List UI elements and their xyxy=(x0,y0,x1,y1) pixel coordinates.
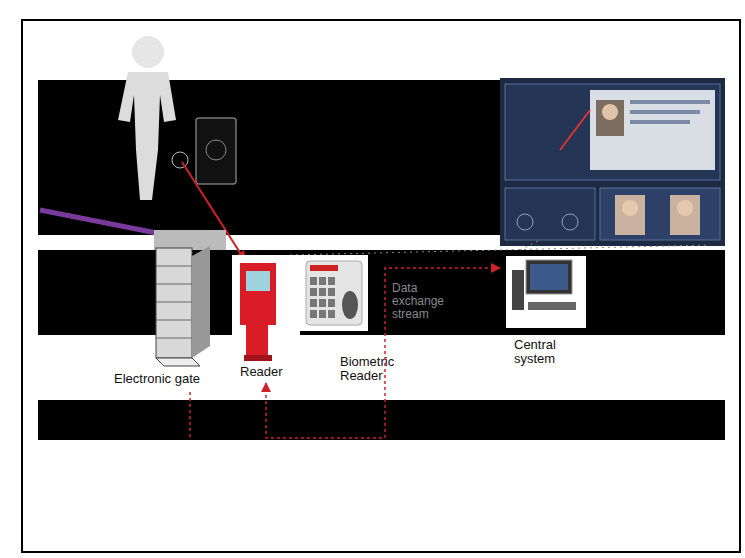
black-band xyxy=(38,250,725,335)
device-label: Central system xyxy=(514,338,592,366)
leader-line xyxy=(290,245,710,255)
leader-line xyxy=(520,240,540,250)
gate-wire xyxy=(189,392,191,438)
device-node: Reader xyxy=(232,255,300,383)
document-card xyxy=(196,118,236,184)
frame-border xyxy=(22,20,740,552)
gate-barrier xyxy=(40,210,172,236)
black-band xyxy=(38,400,725,440)
black-band xyxy=(38,80,500,235)
device-label: Electronic gate xyxy=(114,372,234,386)
device-label: Biometric Reader xyxy=(340,355,390,383)
verification-screenshot xyxy=(500,78,725,246)
device-node: Electronic gate xyxy=(110,226,234,392)
device-illustration xyxy=(110,226,234,392)
connector-label: Data exchange stream xyxy=(392,282,454,321)
device-node: Biometric Reader xyxy=(300,255,390,392)
device-illustration xyxy=(232,255,300,383)
device-node: Central system xyxy=(500,252,592,360)
data-connector xyxy=(266,268,500,438)
device-label: Reader xyxy=(240,365,298,379)
